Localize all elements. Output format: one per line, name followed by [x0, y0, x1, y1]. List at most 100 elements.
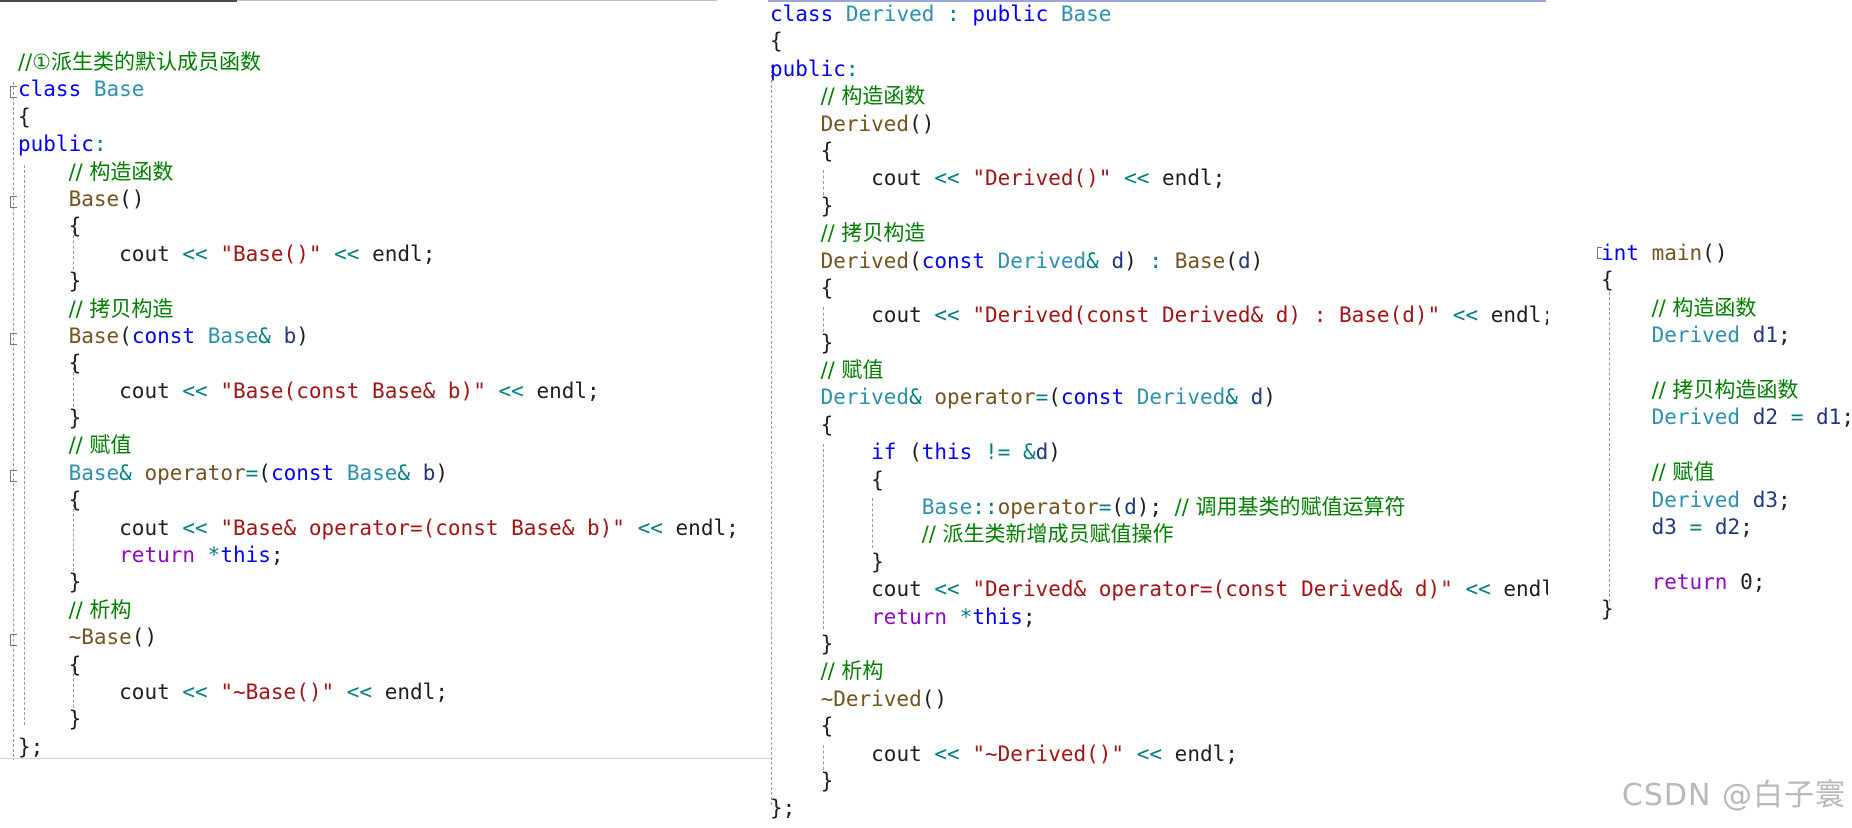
- code-line[interactable]: {: [18, 351, 82, 376]
- indent-guide: [73, 230, 74, 275]
- code-line[interactable]: }: [18, 406, 82, 431]
- code-line[interactable]: cout << "Derived& operator=(const Derive…: [871, 577, 1548, 602]
- code-line[interactable]: if (this != &d): [871, 440, 1061, 465]
- bottom-divider-left: [0, 758, 770, 759]
- fold-marker-icon[interactable]: [10, 196, 17, 208]
- code-line[interactable]: {: [770, 714, 834, 739]
- code-line[interactable]: return *this;: [119, 543, 284, 568]
- code-line[interactable]: {: [770, 412, 834, 437]
- code-line[interactable]: cout << "Base& operator=(const Base& b)"…: [119, 515, 739, 540]
- code-line[interactable]: //①派生类的默认成员函数: [18, 50, 261, 74]
- code-line[interactable]: return 0;: [1651, 569, 1766, 594]
- code-line[interactable]: // 拷贝构造: [68, 296, 174, 321]
- code-line[interactable]: cout << "Derived()" << endl;: [871, 166, 1226, 191]
- code-line[interactable]: Base(const Base& b): [68, 323, 309, 348]
- code-line[interactable]: cout << "Base()" << endl;: [119, 241, 436, 266]
- fold-marker-icon[interactable]: [10, 634, 17, 646]
- code-line[interactable]: [1601, 350, 1852, 377]
- code-line[interactable]: // 拷贝构造函数: [1651, 377, 1799, 402]
- code-line[interactable]: [1601, 432, 1852, 459]
- code-editor-main[interactable]: int main() { // 构造函数 Derived d1; // 拷贝构造函…: [1601, 240, 1852, 623]
- code-line[interactable]: public:: [770, 56, 859, 81]
- indent-guide: [73, 504, 74, 576]
- code-line[interactable]: [1601, 541, 1852, 568]
- code-line[interactable]: Derived(): [820, 111, 935, 136]
- fold-marker-icon[interactable]: [10, 470, 17, 482]
- code-line[interactable]: }: [1601, 597, 1614, 622]
- code-line[interactable]: Base(): [68, 186, 145, 211]
- code-line[interactable]: }: [770, 330, 834, 355]
- code-line[interactable]: };: [18, 734, 44, 759]
- code-line[interactable]: }: [770, 549, 884, 574]
- code-line[interactable]: {: [18, 488, 82, 513]
- indent-guide: [823, 444, 824, 629]
- code-editor-derived[interactable]: class Derived : public Base{public: // 构…: [770, 1, 1548, 823]
- code-line[interactable]: class Derived : public Base: [770, 2, 1112, 26]
- code-line[interactable]: return *this;: [871, 604, 1036, 629]
- code-line[interactable]: ~Base(): [68, 625, 158, 650]
- code-line[interactable]: {: [770, 138, 834, 163]
- indent-guide: [24, 165, 25, 725]
- code-line[interactable]: cout << "~Derived()" << endl;: [871, 741, 1238, 766]
- code-line[interactable]: // 赋值: [68, 433, 132, 458]
- code-line[interactable]: }: [18, 269, 82, 294]
- code-line[interactable]: d3 = d2;: [1651, 514, 1753, 539]
- code-line[interactable]: public:: [18, 132, 107, 157]
- code-line[interactable]: {: [18, 652, 82, 677]
- code-line[interactable]: }: [770, 631, 834, 656]
- code-line[interactable]: int main(): [1601, 241, 1728, 265]
- code-line[interactable]: cout << "~Base()" << endl;: [119, 679, 448, 704]
- code-line[interactable]: // 派生类新增成员赋值操作: [921, 522, 1174, 547]
- code-line[interactable]: {: [18, 214, 82, 239]
- fold-marker-icon[interactable]: [10, 86, 17, 98]
- indent-guide: [771, 65, 772, 805]
- code-line[interactable]: // 构造函数: [820, 84, 926, 109]
- indent-guide: [13, 82, 14, 760]
- code-line[interactable]: {: [1601, 268, 1614, 293]
- code-line[interactable]: Base::operator=(d); // 调用基类的赋值运算符: [921, 495, 1406, 520]
- code-line[interactable]: }: [18, 570, 82, 595]
- code-line[interactable]: {: [770, 275, 834, 300]
- code-line[interactable]: // 构造函数: [1651, 295, 1757, 320]
- indent-guide: [872, 498, 873, 548]
- code-line[interactable]: };: [770, 796, 796, 821]
- indent-guide: [823, 307, 824, 332]
- code-line[interactable]: cout << "Base(const Base& b)" << endl;: [119, 378, 600, 403]
- top-divider-left-light: [237, 0, 717, 1]
- code-line[interactable]: // 拷贝构造: [820, 221, 926, 246]
- top-divider-left: [0, 0, 237, 2]
- code-line[interactable]: {: [770, 29, 783, 54]
- code-line[interactable]: cout << "Derived(const Derived& d) : Bas…: [871, 303, 1548, 328]
- code-panel-main-function: int main() { // 构造函数 Derived d1; // 拷贝构造函…: [1595, 230, 1852, 630]
- indent-guide: [73, 668, 74, 713]
- top-divider-middle: [768, 0, 1546, 2]
- code-line[interactable]: // 构造函数: [68, 159, 174, 184]
- code-line[interactable]: Derived d2 = d1;: [1651, 405, 1852, 430]
- code-line[interactable]: Base& operator=(const Base& b): [68, 460, 449, 485]
- code-line[interactable]: // 赋值: [820, 358, 884, 383]
- fold-marker-icon[interactable]: [1597, 247, 1602, 259]
- code-line[interactable]: Derived& operator=(const Derived& d): [820, 385, 1276, 410]
- code-line[interactable]: Derived(const Derived& d) : Base(d): [820, 248, 1264, 273]
- code-line[interactable]: {: [18, 104, 31, 129]
- code-line[interactable]: // 析构: [820, 659, 884, 684]
- fold-marker-icon[interactable]: [10, 333, 17, 345]
- code-line[interactable]: Derived d1;: [1651, 323, 1791, 348]
- code-line[interactable]: // 赋值: [1651, 460, 1715, 485]
- code-line[interactable]: }: [18, 707, 82, 732]
- indent-guide: [73, 367, 74, 412]
- code-line[interactable]: }: [770, 193, 834, 218]
- csdn-watermark: CSDN @白子寰: [1621, 778, 1846, 813]
- code-line[interactable]: ~Derived(): [820, 686, 948, 711]
- code-line[interactable]: // 析构: [68, 597, 132, 622]
- indent-guide: [1609, 292, 1610, 602]
- code-line[interactable]: {: [770, 467, 884, 492]
- code-line[interactable]: class Base: [18, 77, 145, 102]
- indent-guide: [823, 745, 824, 770]
- indent-guide: [823, 170, 824, 195]
- code-panel-derived-class: class Derived : public Base{public: // 构…: [768, 0, 1548, 828]
- code-line[interactable]: }: [770, 768, 834, 793]
- code-line[interactable]: Derived d3;: [1651, 487, 1791, 512]
